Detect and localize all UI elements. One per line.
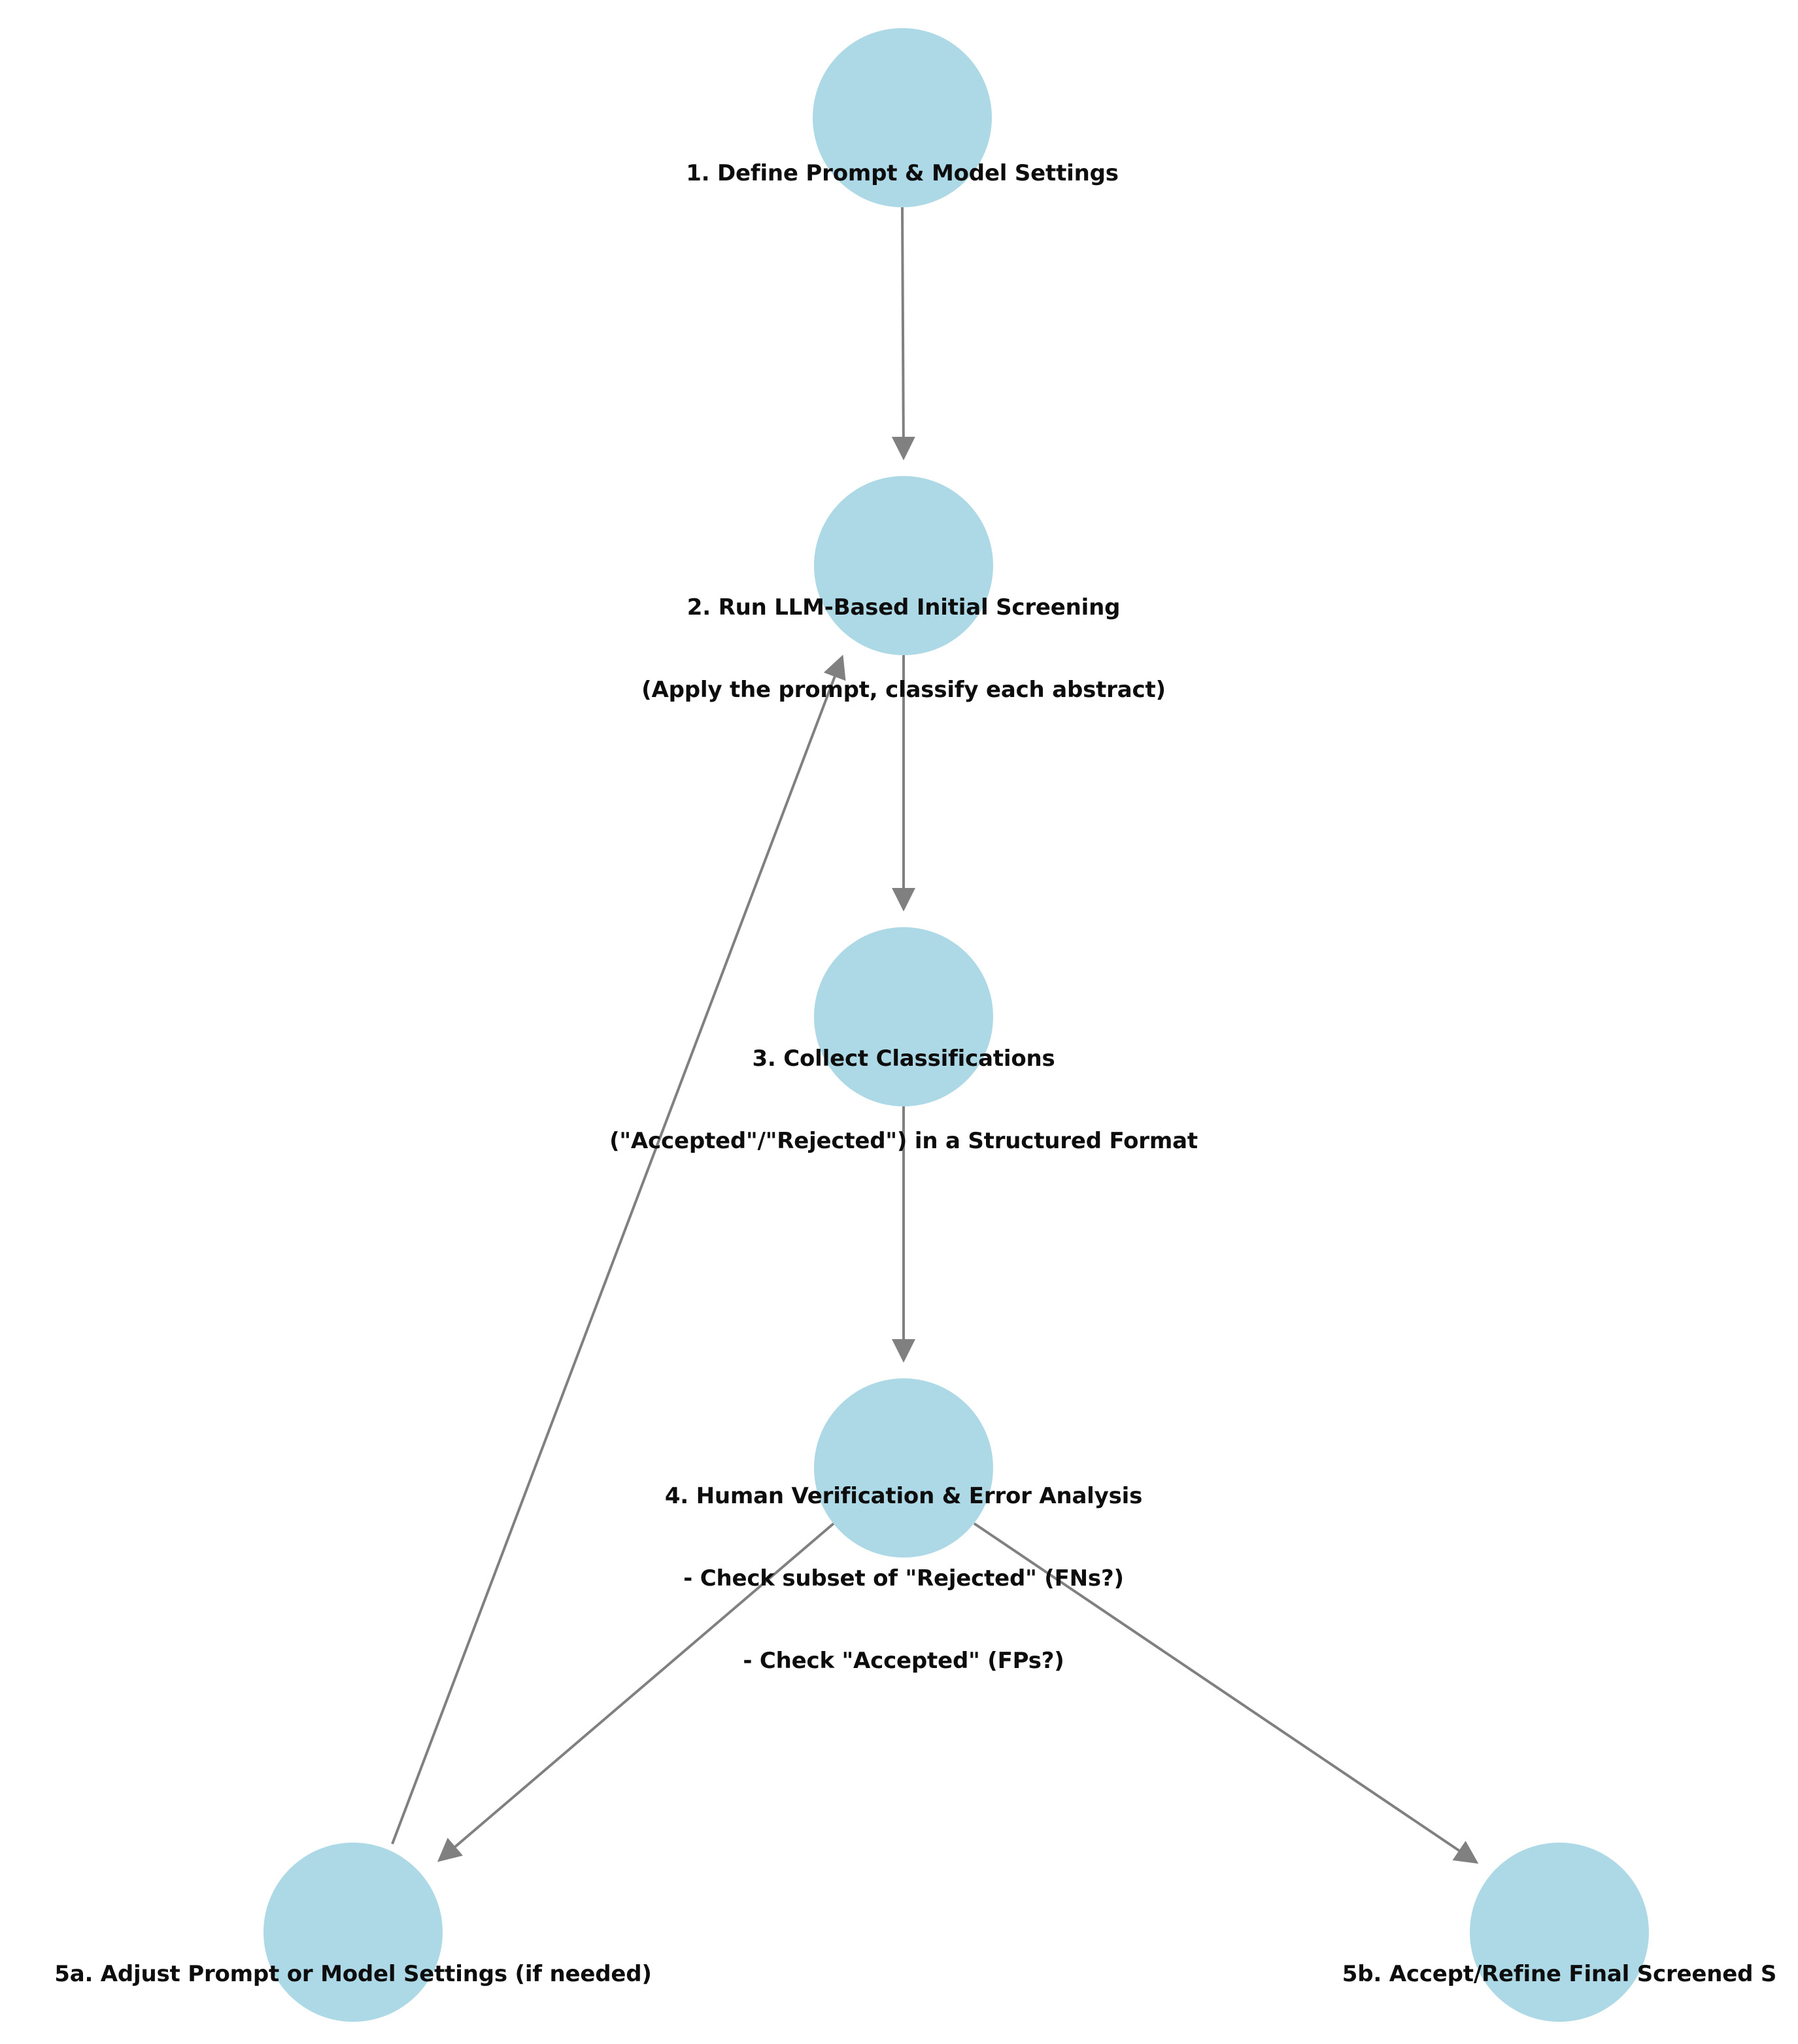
node-step4-line1: 4. Human Verification & Error Analysis: [664, 1483, 1143, 1509]
node-step5b-label: 5b. Accept/Refine Final Screened S (Conf…: [906, 1905, 1798, 2044]
node-step4-circle[interactable]: [814, 1378, 993, 1558]
node-step4-line2: - Check subset of "Rejected" (FNs?): [683, 1565, 1124, 1592]
node-step5b-line1: 5b. Accept/Refine Final Screened S: [1342, 1961, 1777, 1987]
node-step2-circle[interactable]: [814, 476, 993, 655]
node-step4-label: 4. Human Verification & Error Analysis -…: [250, 1427, 1557, 1729]
node-step5a-line1: 5a. Adjust Prompt or Model Settings (if …: [54, 1961, 652, 1987]
node-step4-line3: - Check "Accepted" (FPs?): [743, 1648, 1064, 1674]
node-step5a-circle[interactable]: [263, 1843, 443, 2022]
node-step5b-circle[interactable]: [1470, 1843, 1649, 2022]
node-step2-label: 2. Run LLM-Based Initial Screening (Appl…: [250, 539, 1557, 758]
node-step3-line2: ("Accepted"/"Rejected") in a Structured …: [609, 1128, 1198, 1154]
node-step1-label: 1. Define Prompt & Model Settings: [248, 105, 1556, 242]
node-step3-label: 3. Collect Classifications ("Accepted"/"…: [250, 990, 1557, 1210]
node-step2-line1: 2. Run LLM-Based Initial Screening: [687, 594, 1121, 621]
node-step5a-label: 5a. Adjust Prompt or Model Settings (if …: [0, 1905, 1007, 2044]
node-step3-line1: 3. Collect Classifications: [752, 1046, 1055, 1072]
node-step3-circle[interactable]: [814, 927, 993, 1106]
edge-step1-to-step2: [891, 207, 915, 460]
node-step1-line1: 1. Define Prompt & Model Settings: [686, 160, 1119, 186]
node-step1-circle[interactable]: [813, 28, 992, 207]
node-step2-line2: (Apply the prompt, classify each abstrac…: [641, 677, 1166, 703]
